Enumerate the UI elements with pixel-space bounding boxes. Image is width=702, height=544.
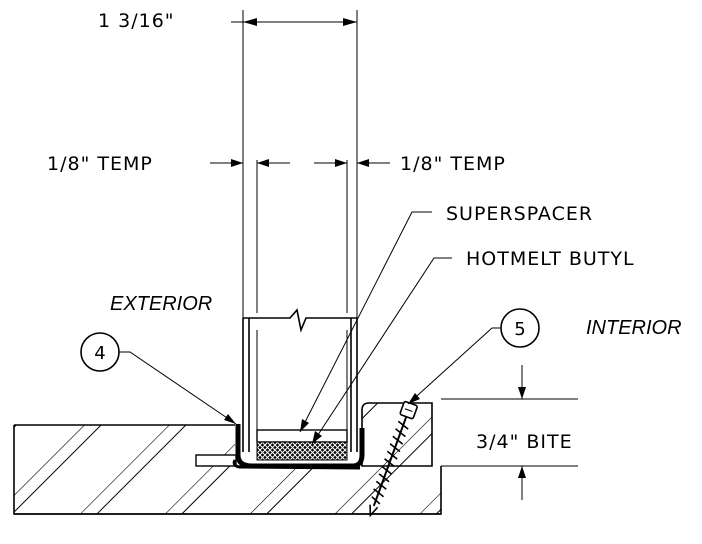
glazing-sealant: [232, 424, 365, 470]
superspacer-leader: SUPERSPACER: [299, 203, 593, 433]
temp-left-label: 1/8" TEMP: [47, 153, 153, 175]
bite-label: 3/4" BITE: [476, 431, 573, 453]
callout-5-number: 5: [514, 319, 525, 340]
callout-4: 4: [80, 332, 237, 425]
callout-5: 5: [407, 308, 540, 405]
exterior-label: EXTERIOR: [110, 293, 212, 315]
superspacer-label: SUPERSPACER: [446, 203, 593, 225]
interior-label: INTERIOR: [586, 317, 682, 339]
screw: [369, 400, 418, 518]
hotmelt-butyl: [256, 441, 348, 461]
setting-block: [195, 454, 237, 467]
hotmelt-leader: HOTMELT BUTYL: [311, 248, 635, 445]
callout-4-number: 4: [94, 343, 105, 364]
temp-right-label: 1/8" TEMP: [400, 153, 506, 175]
glass-unit: [242, 160, 358, 452]
hotmelt-label: HOTMELT BUTYL: [466, 248, 635, 270]
bite-dimension: 3/4" BITE: [441, 365, 578, 500]
overall-width-dimension: 1 3/16": [98, 10, 358, 318]
overall-width-label: 1 3/16": [98, 10, 175, 32]
temp-glass-dimensions: 1/8" TEMP 1/8" TEMP: [47, 153, 506, 175]
superspacer: [256, 429, 348, 443]
glazing-stop: [361, 402, 433, 467]
